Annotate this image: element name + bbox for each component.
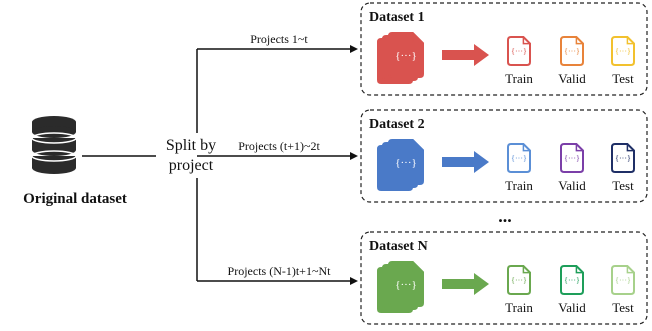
- split-file-icon-test: {···}: [611, 36, 635, 66]
- split-file-icon-valid: {···}: [560, 265, 584, 295]
- svg-text:{···}: {···}: [395, 50, 417, 62]
- split-file-icon-train: {···}: [507, 36, 531, 66]
- svg-text:{···}: {···}: [395, 157, 417, 169]
- split-label-valid: Valid: [558, 178, 586, 193]
- ellipsis: ...: [498, 206, 512, 226]
- stacked-document-icon: {···}: [388, 261, 424, 307]
- branch-arrowhead: [350, 45, 358, 53]
- svg-text:{···}: {···}: [615, 276, 631, 285]
- split-label-train: Train: [505, 178, 533, 193]
- branch-arrowhead: [350, 152, 358, 160]
- source-label: Original dataset: [23, 191, 127, 207]
- split-label-test: Test: [612, 300, 634, 315]
- dataset-arrow: [442, 44, 489, 66]
- branch-label: Projects (t+1)~2t: [238, 139, 320, 153]
- split-label-test: Test: [612, 178, 634, 193]
- stacked-document-icon: {···}: [388, 139, 424, 185]
- dataset-arrow: [442, 151, 489, 173]
- branch-arrowhead: [350, 277, 358, 285]
- dataset-box: [360, 231, 648, 325]
- svg-text:{···}: {···}: [564, 276, 580, 285]
- split-label-train: Train: [505, 300, 533, 315]
- svg-text:{···}: {···}: [511, 47, 527, 56]
- split-file-icon-valid: {···}: [560, 143, 584, 173]
- dataset-box: [360, 2, 648, 96]
- dataset-title: Dataset 2: [369, 117, 425, 132]
- svg-text:{···}: {···}: [511, 276, 527, 285]
- dataset-title: Dataset 1: [369, 10, 425, 25]
- split-label-valid: Valid: [558, 300, 586, 315]
- split-file-icon-test: {···}: [611, 265, 635, 295]
- svg-text:{···}: {···}: [511, 154, 527, 163]
- svg-text:{···}: {···}: [564, 47, 580, 56]
- split-label-train: Train: [505, 71, 533, 86]
- database-icon: [31, 116, 77, 174]
- dataset-title: Dataset N: [369, 239, 428, 254]
- stacked-document-icon: {···}: [388, 32, 424, 78]
- svg-text:{···}: {···}: [615, 154, 631, 163]
- split-label-valid: Valid: [558, 71, 586, 86]
- svg-text:{···}: {···}: [615, 47, 631, 56]
- svg-text:{···}: {···}: [564, 154, 580, 163]
- branch-label: Projects (N-1)t+1~Nt: [228, 264, 332, 278]
- splitter-label-line2: project: [169, 157, 214, 174]
- split-file-icon-train: {···}: [507, 143, 531, 173]
- dataset-box: [360, 109, 648, 203]
- splitter-label-line1: Split by: [166, 137, 216, 154]
- dataset-row-3: Projects (N-1)t+1~Nt Dataset N {···} {···} T…: [197, 231, 648, 325]
- split-file-icon-train: {···}: [507, 265, 531, 295]
- dataset-arrow: [442, 273, 489, 295]
- dataset-row-1: Projects 1~t Dataset 1 {···} {···} Train {···…: [197, 2, 648, 96]
- dataset-row-2: Projects (t+1)~2t Dataset 2 {···} {···} Trai…: [197, 109, 648, 203]
- split-file-icon-test: {···}: [611, 143, 635, 173]
- split-file-icon-valid: {···}: [560, 36, 584, 66]
- svg-text:{···}: {···}: [395, 279, 417, 291]
- split-label-test: Test: [612, 71, 634, 86]
- branch-label: Projects 1~t: [250, 32, 308, 46]
